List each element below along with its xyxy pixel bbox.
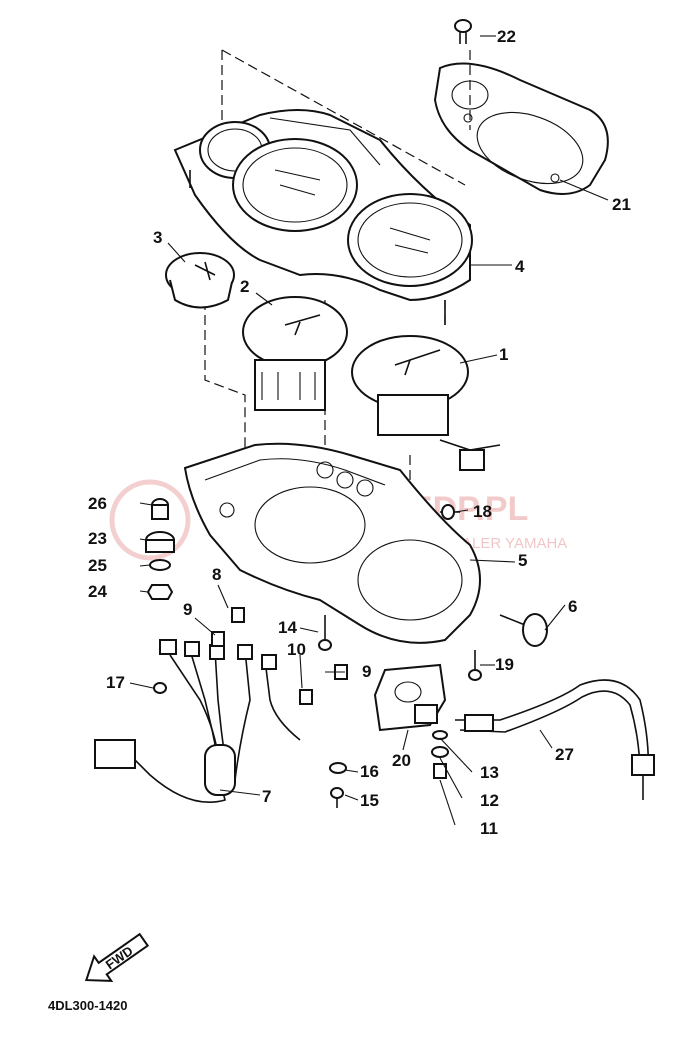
callout-25: 25 bbox=[88, 556, 107, 575]
callouts: 22 21 4 3 2 1 18 5 6 19 26 23 25 24 8 9 … bbox=[88, 27, 631, 838]
callout-11: 11 bbox=[480, 819, 498, 838]
callout-2: 2 bbox=[240, 277, 249, 296]
leader-lines bbox=[129, 35, 609, 826]
callout-12: 12 bbox=[480, 791, 499, 810]
part-21-bezel-plate bbox=[433, 62, 609, 195]
callout-17: 17 bbox=[106, 673, 125, 692]
part-4-meter-cover bbox=[173, 109, 473, 325]
part-7-wire-harness bbox=[94, 607, 348, 803]
callout-20: 20 bbox=[392, 751, 411, 770]
callout-18: 18 bbox=[473, 502, 492, 521]
part-14-screw bbox=[318, 615, 332, 651]
callout-21: 21 bbox=[612, 195, 631, 214]
callout-5: 5 bbox=[518, 551, 527, 570]
part-1-speedometer bbox=[351, 335, 501, 471]
callout-10: 10 bbox=[287, 640, 306, 659]
part-22-screw bbox=[454, 19, 472, 44]
parts-23-26-grommet-stack bbox=[145, 498, 175, 600]
callout-26: 26 bbox=[88, 494, 107, 513]
callout-9a: 9 bbox=[183, 600, 192, 619]
callout-9b: 9 bbox=[362, 662, 371, 681]
callout-13: 13 bbox=[480, 763, 499, 782]
callout-14: 14 bbox=[278, 618, 297, 637]
callout-24: 24 bbox=[88, 582, 107, 601]
part-6-knob bbox=[499, 613, 548, 647]
drawing-code: 4DL300-1420 bbox=[48, 998, 128, 1013]
callout-19: 19 bbox=[495, 655, 514, 674]
part-27-cable bbox=[455, 679, 655, 800]
part-18-screw bbox=[440, 504, 460, 520]
callout-15: 15 bbox=[360, 791, 379, 810]
part-3-small-gauge bbox=[165, 252, 235, 309]
callout-23: 23 bbox=[88, 529, 107, 548]
callout-7: 7 bbox=[262, 787, 271, 806]
parts-11-13-hardware bbox=[431, 730, 449, 779]
callout-6: 6 bbox=[568, 597, 577, 616]
part-19-screw bbox=[468, 650, 482, 681]
callout-1: 1 bbox=[499, 345, 508, 364]
callout-16: 16 bbox=[360, 762, 379, 781]
callout-8: 8 bbox=[212, 565, 221, 584]
callout-22: 22 bbox=[497, 27, 516, 46]
parts-15-17-fasteners bbox=[153, 682, 347, 808]
callout-4: 4 bbox=[515, 257, 525, 276]
callout-3: 3 bbox=[153, 228, 162, 247]
part-5-meter-case bbox=[183, 442, 481, 644]
callout-27: 27 bbox=[555, 745, 574, 764]
part-2-tachometer bbox=[242, 296, 348, 411]
part-20-sender bbox=[373, 663, 447, 732]
fwd-arrow: FWD bbox=[84, 932, 150, 982]
